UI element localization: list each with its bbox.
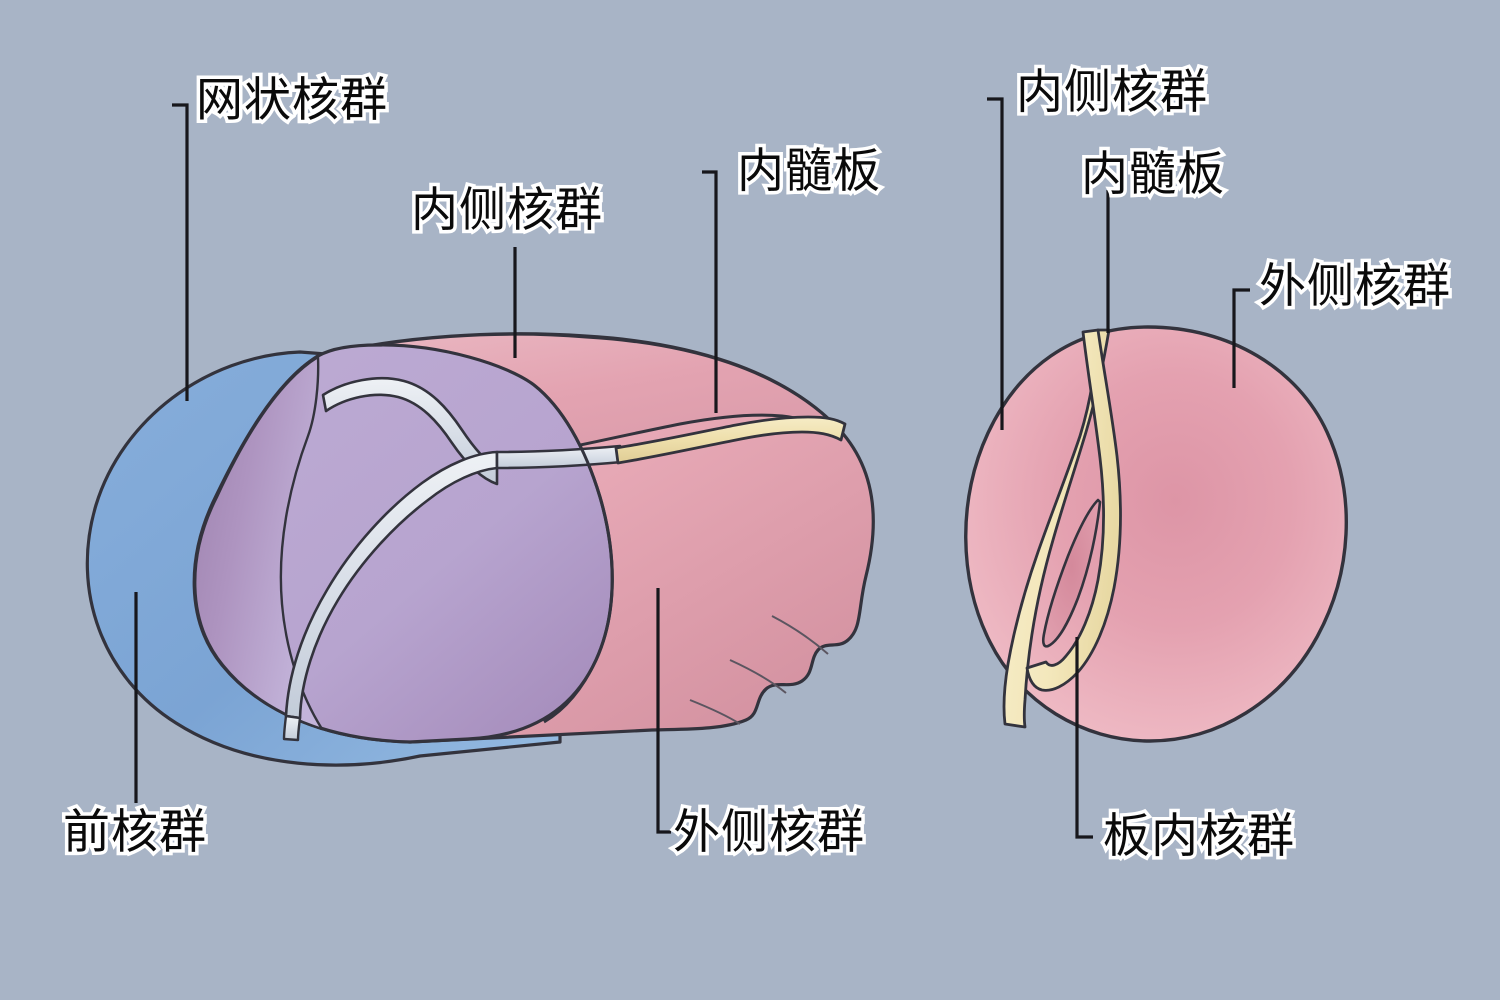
label-internal-medullary-lamina: 内髓板 — [734, 144, 884, 198]
pulvinar-crease-2 — [729, 659, 787, 694]
label-medial-nuclei: 内侧核群 — [408, 183, 606, 237]
leader-lines — [134, 97, 1250, 839]
internal-medullary-lamina-band — [614, 415, 847, 465]
cross-section-body — [964, 325, 1348, 743]
label-medial-nuclei-section: 内侧核群 — [1013, 65, 1211, 119]
thalamus-cross-section-view — [964, 325, 1348, 743]
label-lateral-nuclei: 外侧核群 — [670, 805, 868, 859]
lamina-grey-stem-down — [282, 714, 302, 742]
leader-reticular — [172, 103, 189, 401]
leader-lateral — [656, 588, 671, 834]
label-internal-medullary-lamina-section: 内髓板 — [1078, 147, 1228, 201]
anterior-lateral-boundary — [533, 383, 614, 724]
leader-intralaminar — [1075, 637, 1093, 839]
leader-lamina — [702, 170, 718, 413]
lamina-grey-branch-upper — [321, 376, 499, 486]
leader-lateral-right — [1232, 288, 1250, 388]
thalamus-3d-lateral-view — [85, 332, 875, 767]
pulvinar-crease-3 — [689, 699, 741, 725]
pulvinar-crease-1 — [771, 615, 829, 655]
intralaminar-nuclei-island — [1041, 498, 1102, 648]
cross-section-lamina-branch — [1025, 328, 1122, 692]
label-lateral-nuclei-section: 外侧核群 — [1256, 259, 1454, 313]
label-reticular-nuclei: 网状核群 — [193, 73, 391, 127]
cross-section-lamina — [1002, 328, 1111, 729]
label-anterior-nuclei: 前核群 — [60, 805, 210, 859]
label-intralaminar-nuclei: 板内核群 — [1100, 809, 1298, 863]
anterior-nuclei-subregion — [194, 355, 324, 731]
leader-medial-right — [987, 97, 1004, 430]
